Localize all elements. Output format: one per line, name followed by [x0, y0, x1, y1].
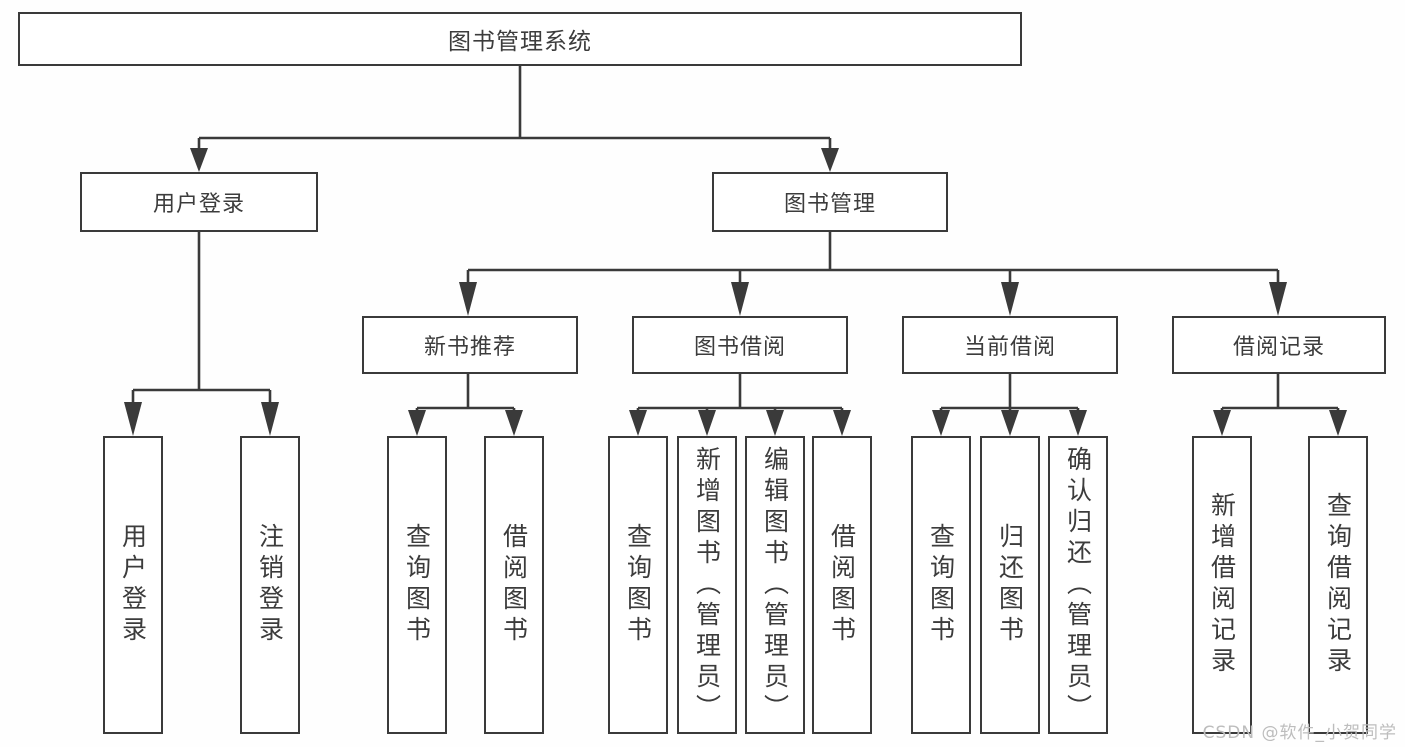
leaf-record-add-label: 新增借阅记录: [1207, 492, 1237, 678]
node-new-book-recommend-label: 新书推荐: [423, 335, 516, 360]
leaf-borrow-add-book[interactable]: 新增图书（管理员）: [677, 436, 737, 734]
arrow-borrow-book: [731, 282, 749, 316]
node-root[interactable]: 图书管理系统: [18, 12, 1022, 66]
arrow-leaf-user-login: [124, 402, 142, 436]
leaf-current-return-book-label: 归还图书: [995, 523, 1025, 647]
leaf-borrow-borrow-book[interactable]: 借阅图书: [812, 436, 872, 734]
leaf-current-confirm-return-label: 确认归还（管理员）: [1063, 445, 1093, 725]
leaf-newbook-query-book[interactable]: 查询图书: [387, 436, 447, 734]
node-book-borrow-label: 图书借阅: [693, 335, 786, 360]
leaf-borrow-edit-book-label: 编辑图书（管理员）: [760, 445, 790, 725]
arrow-bb-borrow: [833, 410, 851, 436]
arrow-bb-query: [629, 410, 647, 436]
arrow-nb-borrow: [505, 410, 523, 436]
node-borrow-record[interactable]: 借阅记录: [1172, 316, 1386, 374]
watermark-text: CSDN @软件_小贺同学: [1202, 723, 1397, 743]
leaf-current-confirm-return[interactable]: 确认归还（管理员）: [1048, 436, 1108, 734]
leaf-current-query-book[interactable]: 查询图书: [911, 436, 971, 734]
node-user-login[interactable]: 用户登录: [80, 172, 318, 232]
leaf-user-login-label: 用户登录: [118, 523, 148, 647]
node-book-borrow[interactable]: 图书借阅: [632, 316, 848, 374]
leaf-borrow-query-book-label: 查询图书: [623, 523, 653, 647]
arrow-userlogin: [190, 148, 208, 172]
leaf-newbook-borrow-book-label: 借阅图书: [499, 523, 529, 647]
arrow-nb-query: [408, 410, 426, 436]
node-current-borrow[interactable]: 当前借阅: [902, 316, 1118, 374]
leaf-logout[interactable]: 注销登录: [240, 436, 300, 734]
leaf-current-query-book-label: 查询图书: [926, 523, 956, 647]
leaf-borrow-add-book-label: 新增图书（管理员）: [692, 445, 722, 725]
leaf-newbook-query-book-label: 查询图书: [402, 523, 432, 647]
arrow-new-book: [459, 282, 477, 316]
leaf-borrow-query-book[interactable]: 查询图书: [608, 436, 668, 734]
arrow-br-add: [1213, 410, 1231, 436]
arrow-leaf-logout: [261, 402, 279, 436]
leaf-record-add[interactable]: 新增借阅记录: [1192, 436, 1252, 734]
node-root-label: 图书管理系统: [448, 29, 592, 55]
node-user-login-label: 用户登录: [152, 192, 245, 217]
leaf-borrow-borrow-book-label: 借阅图书: [827, 523, 857, 647]
arrow-bb-add: [698, 410, 716, 436]
leaf-logout-label: 注销登录: [255, 523, 285, 647]
arrow-bb-edit: [766, 410, 784, 436]
leaf-current-return-book[interactable]: 归还图书: [980, 436, 1040, 734]
leaf-record-query-label: 查询借阅记录: [1323, 492, 1353, 678]
leaf-borrow-edit-book[interactable]: 编辑图书（管理员）: [745, 436, 805, 734]
leaf-user-login[interactable]: 用户登录: [103, 436, 163, 734]
arrow-cb-return: [1001, 410, 1019, 436]
leaf-record-query[interactable]: 查询借阅记录: [1308, 436, 1368, 734]
arrow-bookmgmt: [821, 148, 839, 172]
node-current-borrow-label: 当前借阅: [963, 335, 1056, 360]
node-book-management[interactable]: 图书管理: [712, 172, 948, 232]
arrow-cb-confirm: [1069, 410, 1087, 436]
arrow-cb-query: [932, 410, 950, 436]
leaf-newbook-borrow-book[interactable]: 借阅图书: [484, 436, 544, 734]
node-book-management-label: 图书管理: [783, 192, 876, 217]
node-new-book-recommend[interactable]: 新书推荐: [362, 316, 578, 374]
node-borrow-record-label: 借阅记录: [1232, 335, 1325, 360]
arrow-borrow-record: [1269, 282, 1287, 316]
arrow-current-borrow: [1001, 282, 1019, 316]
arrow-br-query: [1329, 410, 1347, 436]
